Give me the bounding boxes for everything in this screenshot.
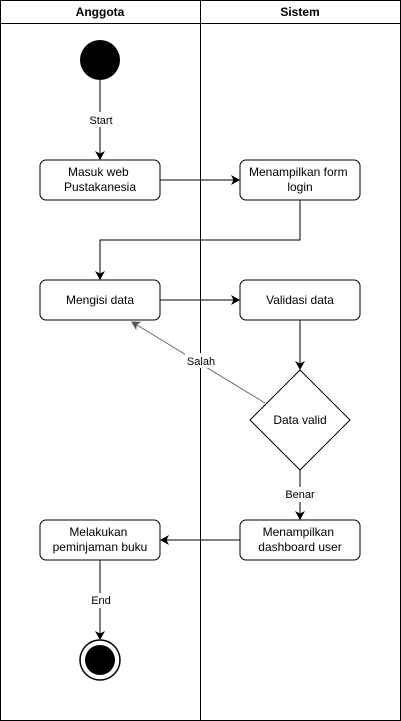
activity-tampil-dashboard-line1: Menampilkan <box>263 525 334 539</box>
start-node <box>80 40 120 80</box>
activity-mengisi-data-label: Mengisi data <box>66 293 134 307</box>
lane-title-sistem: Sistem <box>280 5 319 19</box>
activity-tampil-form-line1: Menampilkan form <box>249 165 348 179</box>
activity-peminjaman: Melakukan peminjaman buku <box>39 519 161 561</box>
svg-text:Melakukan peminjaman buk: Melakukan peminjaman buku <box>53 525 148 554</box>
edge-label-salah: Salah <box>187 356 215 368</box>
svg-text:Menampilkan form login: Menampilkan form login <box>249 165 351 194</box>
activity-tampil-dashboard: Menampilkan dashboard user <box>239 519 361 561</box>
end-node <box>79 639 121 681</box>
svg-text:Menampilkan dashboard us: Menampilkan dashboard user <box>258 525 341 554</box>
activity-masuk-web-line1: Masuk web <box>68 165 129 179</box>
edge-label-benar: Benar <box>285 489 315 501</box>
svg-text:Masuk web Pustakanesia: Masuk web Pustakanesia <box>64 165 136 194</box>
activity-peminjaman-line1: Melakukan <box>69 525 127 539</box>
edge-label-end: End <box>91 595 111 607</box>
edge-label-start: Start <box>89 115 112 127</box>
activity-masuk-web: Masuk web Pustakanesia <box>39 159 161 201</box>
activity-tampil-form-line2: login <box>287 180 312 194</box>
decision-data-valid: Data valid <box>249 369 351 471</box>
lane-title-anggota: Anggota <box>76 5 125 19</box>
activity-masuk-web-line2: Pustakanesia <box>64 180 136 194</box>
activity-tampil-dashboard-line2: dashboard user <box>258 540 341 554</box>
activity-validasi-data: Validasi data <box>239 279 361 321</box>
decision-data-valid-label: Data valid <box>273 413 326 427</box>
activity-peminjaman-line2: peminjaman buku <box>53 540 148 554</box>
edge-form-mengisi <box>95 200 301 280</box>
activity-mengisi-data: Mengisi data <box>39 279 161 321</box>
activity-validasi-data-label: Validasi data <box>266 293 334 307</box>
activity-tampil-form: Menampilkan form login <box>239 159 361 201</box>
